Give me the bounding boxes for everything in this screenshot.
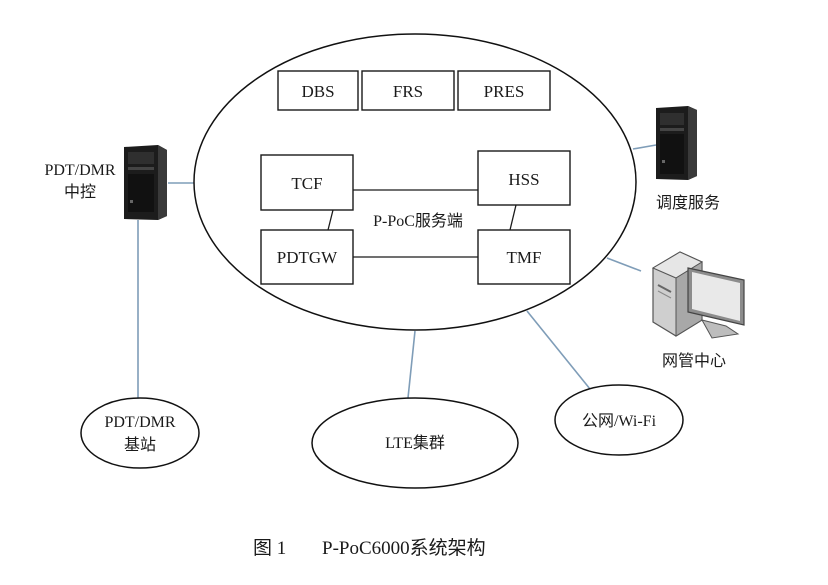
module-frs-label: FRS	[393, 82, 423, 101]
server-tower-icon	[656, 106, 697, 180]
module-tcf: TCF	[260, 154, 354, 211]
desktop-computer-icon	[651, 251, 745, 339]
link-dispatch-to-core	[632, 144, 657, 150]
conn-tcf-pdtgw	[327, 209, 334, 231]
figure-number: 图 1	[253, 538, 286, 559]
control-label-line1: PDT/DMR	[44, 162, 115, 179]
module-pres-label: PRES	[484, 82, 525, 101]
lte-label: LTE集群	[385, 434, 445, 452]
dispatch-label: 调度服务	[656, 194, 720, 212]
link-lte-to-core	[407, 330, 416, 399]
module-frs: FRS	[361, 70, 455, 111]
pdt-dmr-base-ellipse	[80, 397, 200, 469]
control-label-line2: 中控	[64, 183, 96, 201]
module-tmf-label: TMF	[507, 248, 542, 267]
module-pres: PRES	[457, 70, 551, 111]
module-tcf-label: TCF	[291, 174, 322, 193]
public-wifi-ellipse	[554, 384, 684, 456]
module-hss: HSS	[477, 150, 571, 206]
module-pdtgw-label: PDTGW	[277, 248, 338, 267]
base-label-line1: PDT/DMR	[104, 414, 175, 431]
link-public-to-core	[526, 310, 591, 390]
module-hss-label: HSS	[508, 170, 539, 189]
server-tower-icon	[124, 145, 167, 220]
core-label: P-PoC服务端	[373, 212, 463, 230]
conn-hss-tmf	[509, 204, 517, 231]
module-dbs-label: DBS	[301, 82, 334, 101]
nms-label: 网管中心	[662, 352, 726, 370]
lte-cluster-ellipse	[311, 397, 519, 489]
module-pdtgw: PDTGW	[260, 229, 354, 285]
module-dbs: DBS	[277, 70, 359, 111]
module-tmf: TMF	[477, 229, 571, 285]
link-nms-to-core	[606, 257, 642, 272]
figure-title: P-PoC6000系统架构	[322, 537, 486, 559]
public-wifi-label: 公网/Wi-Fi	[582, 413, 657, 430]
base-label-line2: 基站	[124, 436, 156, 454]
